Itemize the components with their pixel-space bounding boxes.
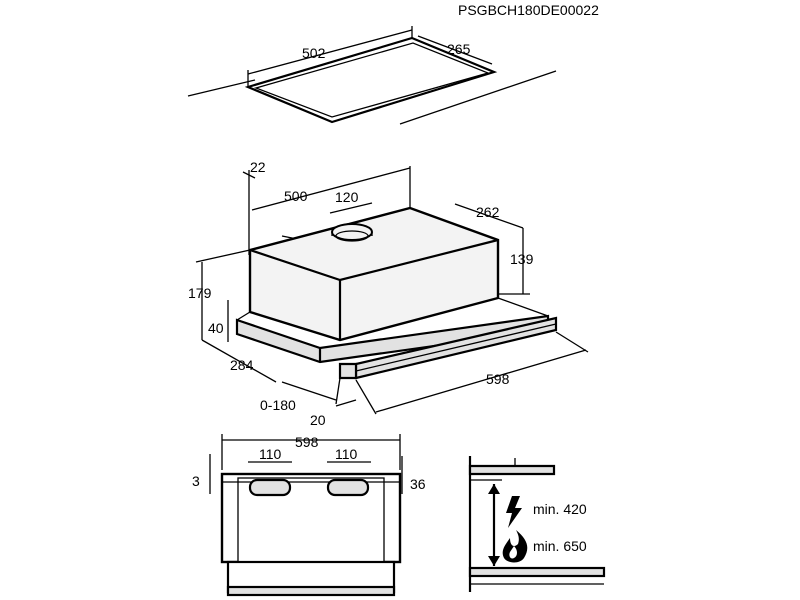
dim-depth-bottom: 284: [230, 357, 254, 373]
dim-front-thickness: 20: [310, 412, 326, 428]
gas-clearance: min. 650: [533, 538, 587, 554]
dim-body-height: 139: [510, 251, 534, 267]
visor-end: [338, 362, 358, 380]
dim-outlet-width: 120: [335, 189, 359, 205]
ceiling-edge-left: [187, 79, 256, 97]
dim-right-gap: 36: [410, 476, 426, 492]
dim-line-598: [375, 349, 587, 413]
dim-extension: 0-180: [260, 397, 296, 413]
dim-line-262: [454, 203, 524, 229]
hood-body: [248, 206, 500, 342]
ext-line: [195, 249, 251, 263]
dim-top-offset: 22: [250, 159, 266, 175]
tick: [242, 171, 256, 179]
tray-join: [497, 297, 549, 317]
cutout-view: 502 265: [187, 26, 557, 125]
dim-left-gap: 3: [192, 473, 200, 489]
dim-line-500: [251, 167, 411, 211]
visor-line: [355, 323, 557, 372]
dim-line-265: [417, 35, 493, 65]
ext-line: [555, 331, 589, 353]
electric-clearance: min. 420: [533, 501, 587, 517]
arrow-up: [488, 484, 500, 494]
cooktop: [468, 566, 606, 578]
lightning-icon: [506, 496, 522, 528]
dim-line-502: [247, 29, 413, 75]
dim-total-height: 179: [188, 285, 212, 301]
dim-line-284: [201, 339, 277, 383]
dim-front-height: 40: [208, 320, 224, 336]
dim-left-slot: 110: [259, 446, 282, 462]
dim-total-width: 598: [486, 371, 510, 387]
dim-line-120: [329, 202, 373, 214]
dim-cutout-depth: 265: [447, 41, 471, 57]
dim-width-top: 500: [284, 188, 308, 204]
hood-profile: [468, 464, 556, 476]
front-tray-lip: [226, 585, 396, 597]
dim-front-total-width: 598: [295, 434, 319, 450]
tray-join: [236, 311, 251, 321]
dim-line-extension: [281, 381, 337, 401]
dim-depth-top: 262: [476, 204, 500, 220]
clearance-view: min. 420 min. 650: [468, 456, 606, 592]
dim-line-20: [335, 399, 357, 407]
ceiling-edge-right: [399, 70, 557, 125]
dim-cutout-width: 502: [302, 45, 326, 61]
cutout-outline: [244, 36, 498, 124]
right-vent-slot: [326, 478, 370, 497]
product-code: PSGBCH180DE00022: [458, 2, 599, 18]
flame-icon: [502, 530, 528, 563]
outlet-top: [331, 223, 373, 241]
hood-view: 22 500 120 75 262 139: [188, 159, 589, 428]
dim-right-slot: 110: [335, 446, 358, 462]
flame-inner: [509, 546, 517, 559]
cutout-inner: [253, 42, 491, 118]
outlet-inner: [335, 230, 369, 242]
arrow-down: [488, 556, 500, 566]
ext-line: [335, 377, 341, 405]
front-view: 598 110 110 3 36: [192, 434, 426, 597]
ext-line: [355, 379, 377, 415]
left-vent-slot: [248, 478, 292, 497]
